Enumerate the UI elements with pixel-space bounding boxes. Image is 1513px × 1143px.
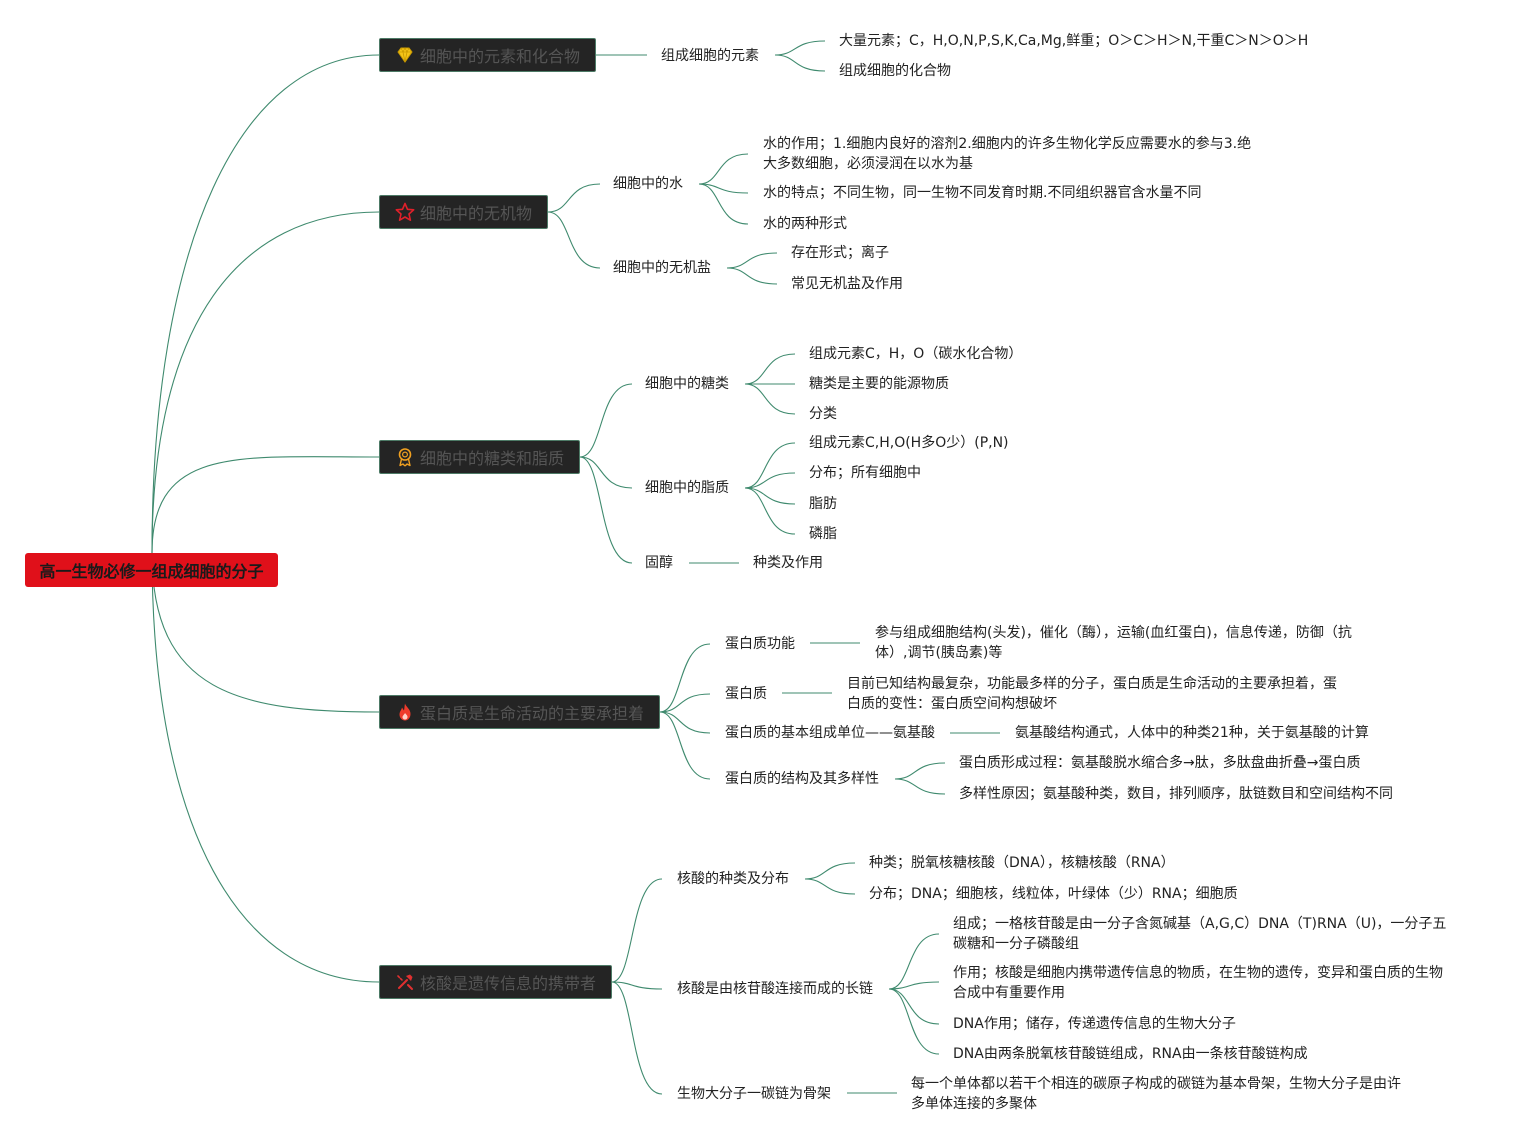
connector-line [611,981,663,1095]
connector-line [579,456,633,564]
star-icon [394,201,416,223]
topic-protein-structure[interactable]: 蛋白质的结构及其多样性 [725,771,879,787]
topic-nucleic-types[interactable]: 核酸的种类及分布 [677,871,789,887]
branch-label: 细胞中的无机物 [420,204,533,223]
connector-line [888,988,940,1055]
leaf-sterol-types[interactable]: 种类及作用 [753,555,823,571]
leaf-sugar-energy[interactable]: 糖类是主要的能源物质 [809,376,949,392]
connector-line [894,762,946,780]
medal-icon [394,446,416,468]
leaf-protein-formation[interactable]: 蛋白质形成过程：氨基酸脱水缩合多→肽，多肽盘曲折叠→蛋白质 [959,755,1361,771]
leaf-phospholipid[interactable]: 磷脂 [809,526,837,542]
branch-label: 核酸是遗传信息的携带者 [420,974,597,993]
connector-line [804,862,856,880]
topic-sterol[interactable]: 固醇 [645,555,673,571]
leaf-nucleic-kinds[interactable]: 种类；脱氧核糖核酸（DNA），核糖核酸（RNA） [869,855,1175,871]
connector-line [888,981,940,990]
connector-line [744,353,796,385]
root-topic-label: 高一生物必修一组成细胞的分子 [39,562,264,581]
root-branch-connector [151,211,380,554]
leaf-protein-diversity[interactable]: 多样性原因；氨基酸种类，数目，排列顺序，肽链数目和空间结构不同 [959,786,1393,802]
connector-line [611,878,663,983]
topic-nucleotide-chain[interactable]: 核酸是由核苷酸连接而成的长链 [677,981,873,997]
topic-cell-elements[interactable]: 组成细胞的元素 [661,48,759,64]
connector-line [774,54,826,72]
connector-line [744,383,796,415]
flame-icon [394,701,416,723]
connector-line [547,183,601,213]
leaf-amino-acid-detail[interactable]: 氨基酸结构通式，人体中的种类21种，关于氨基酸的计算 [1015,725,1369,741]
connector-line [611,981,663,990]
diamond-icon [394,44,416,66]
connector-line [547,211,601,269]
connector-line [698,153,749,185]
topic-inorganic-salt[interactable]: 细胞中的无机盐 [613,260,711,276]
connector-line [698,183,749,194]
topic-protein[interactable]: 蛋白质 [725,686,767,702]
topic-amino-acid[interactable]: 蛋白质的基本组成单位——氨基酸 [725,725,935,741]
topic-carbon-skeleton[interactable]: 生物大分子一碳链为骨架 [677,1086,831,1102]
connector-line [894,778,946,795]
connector-line [744,487,796,535]
connector-line [744,487,796,505]
connector-line [744,472,796,489]
leaf-water-function[interactable]: 水的作用；1.细胞内良好的溶剂2.细胞内的许多生物化学反应需要水的参与3.绝大多… [763,136,1252,172]
leaf-lipid-elements[interactable]: 组成元素C,H,O(H多O少）(P,N) [809,435,1009,451]
leaf-nucleic-role[interactable]: 作用；核酸是细胞内携带遗传信息的物质，在生物的遗传，变异和蛋白质的生物合成中有重… [953,965,1443,1001]
topic-lipids[interactable]: 细胞中的脂质 [645,480,729,496]
leaf-water-forms[interactable]: 水的两种形式 [763,216,847,232]
leaf-carbon-skeleton-detail[interactable]: 每一个单体都以若干个相连的碳原子构成的碳链为基本骨架，生物大分子是由许多单体连接… [911,1076,1401,1112]
connector-line [888,988,940,1025]
leaf-dna-role[interactable]: DNA作用；储存，传递遗传信息的生物大分子 [953,1016,1236,1032]
connector-line [698,183,749,225]
leaf-nucleic-distribution[interactable]: 分布；DNA；细胞核，线粒体，叶绿体（少）RNA；细胞质 [869,886,1238,902]
leaf-lipid-distribution[interactable]: 分布；所有细胞中 [809,465,921,481]
connector-line [659,693,711,713]
branch-elements-compounds[interactable]: 细胞中的元素和化合物 [379,38,596,72]
connector-line [888,933,940,990]
root-branch-connector [151,552,380,713]
branch-protein[interactable]: 蛋白质是生命活动的主要承担着 [379,695,660,729]
connector-line [726,267,778,285]
topic-protein-function[interactable]: 蛋白质功能 [725,636,795,652]
connector-line [579,456,633,489]
leaf-protein-detail[interactable]: 目前已知结构最复杂，功能最多样的分子，蛋白质是生命活动的主要承担着，蛋白质的变性… [847,676,1337,712]
branch-inorganic[interactable]: 细胞中的无机物 [379,195,548,229]
leaf-fat[interactable]: 脂肪 [809,496,837,512]
root-branch-connector [151,456,380,554]
leaf-salt-function[interactable]: 常见无机盐及作用 [791,276,903,292]
leaf-water-feature[interactable]: 水的特点；不同生物，同一生物不同发育时期.不同组织器官含水量不同 [763,185,1202,201]
leaf-protein-function-detail[interactable]: 参与组成细胞结构(头发)，催化（酶），运输(血红蛋白)，信息传递，防御（抗体）,… [875,625,1352,661]
leaf-sugar-elements[interactable]: 组成元素C，H，O（碳水化合物） [809,346,1023,362]
leaf-cell-compounds[interactable]: 组成细胞的化合物 [839,63,951,79]
branch-label: 蛋白质是生命活动的主要承担着 [420,704,645,723]
connector-line [774,40,826,56]
leaf-dna-rna-strands[interactable]: DNA由两条脱氧核苷酸链组成，RNA由一条核苷酸链构成 [953,1046,1308,1062]
branch-sugars-lipids[interactable]: 细胞中的糖类和脂质 [379,440,580,474]
root-branch-connector [151,54,380,554]
topic-water[interactable]: 细胞中的水 [613,176,683,192]
connector-line [659,711,711,734]
leaf-sugar-classes[interactable]: 分类 [809,406,837,422]
leaf-macro-elements[interactable]: 大量元素；C，H,O,N,P,S,K,Ca,Mg,鲜重；O＞C＞H＞N,干重C＞… [839,33,1309,49]
connector-line [804,878,856,895]
branch-label: 细胞中的元素和化合物 [420,47,581,66]
topic-sugars[interactable]: 细胞中的糖类 [645,376,729,392]
connector-line [579,383,633,458]
branch-label: 细胞中的糖类和脂质 [420,449,565,468]
leaf-salt-form[interactable]: 存在形式；离子 [791,245,889,261]
connector-line [726,252,778,269]
connector-line [659,643,711,713]
branch-nucleic-acid[interactable]: 核酸是遗传信息的携带者 [379,965,612,999]
tools-icon [394,971,416,993]
connector-line [744,442,796,489]
connector-line [659,711,711,780]
root-branch-connector [151,552,380,983]
leaf-nucleotide-composition[interactable]: 组成；一格核苷酸是由一分子含氮碱基（A,G,C）DNA（T)RNA（U)，一分子… [953,916,1447,952]
root-topic[interactable]: 高一生物必修一组成细胞的分子 [25,553,278,587]
